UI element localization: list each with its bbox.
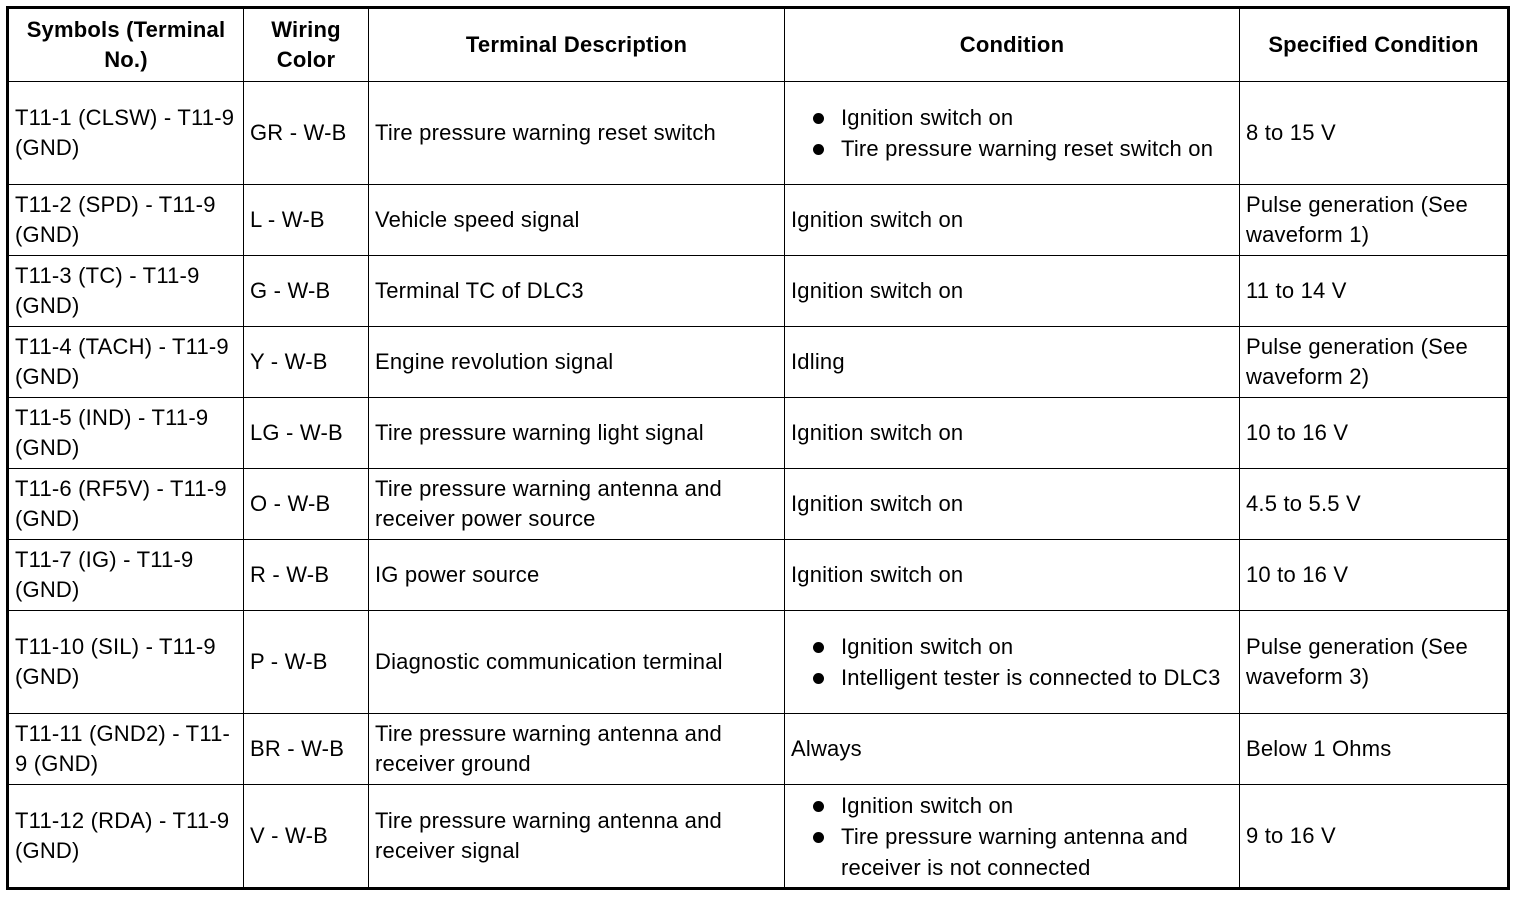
bullet-icon [813, 673, 824, 684]
cell-specified-condition: Pulse generation (See waveform 2) [1239, 326, 1509, 398]
bullet-icon [813, 831, 824, 843]
cell-specified-condition: Below 1 Ohms [1239, 713, 1509, 785]
condition-item-text: Tire pressure warning reset switch on [841, 136, 1214, 161]
header-row: Symbols (Terminal No.) Wiring Color Term… [7, 7, 1509, 82]
condition-item-text: Ignition switch on [841, 634, 1014, 659]
condition-list-item: Tire pressure warning reset switch on [791, 133, 1233, 164]
cell-symbol: T11-2 (SPD) - T11-9 (GND) [7, 184, 244, 256]
cell-description: Tire pressure warning antenna and receiv… [368, 784, 785, 889]
cell-specified-condition: 10 to 16 V [1239, 397, 1509, 469]
cell-wiring-color: R - W-B [243, 539, 369, 611]
cell-symbol: T11-1 (CLSW) - T11-9 (GND) [7, 81, 244, 185]
cell-wiring-color: LG - W-B [243, 397, 369, 469]
cell-symbol: T11-7 (IG) - T11-9 (GND) [7, 539, 244, 611]
header-wiring-color: Wiring Color [243, 7, 369, 82]
cell-condition: Idling [784, 326, 1240, 398]
header-terminal-description: Terminal Description [368, 7, 785, 82]
condition-list-item: Intelligent tester is connected to DLC3 [791, 662, 1233, 693]
cell-description: Tire pressure warning reset switch [368, 81, 785, 185]
condition-item-text: Intelligent tester is connected to DLC3 [841, 665, 1221, 690]
condition-list: Ignition switch on Intelligent tester is … [791, 631, 1233, 693]
cell-condition: Always [784, 713, 1240, 785]
condition-item-text: Ignition switch on [841, 105, 1014, 130]
bullet-icon [813, 800, 824, 812]
cell-condition: Ignition switch on Tire pressure warning … [784, 784, 1240, 889]
cell-symbol: T11-5 (IND) - T11-9 (GND) [7, 397, 244, 469]
header-symbols: Symbols (Terminal No.) [7, 7, 244, 82]
cell-wiring-color: V - W-B [243, 784, 369, 889]
condition-list: Ignition switch on Tire pressure warning … [791, 790, 1233, 883]
header-condition: Condition [784, 7, 1240, 82]
cell-specified-condition: 4.5 to 5.5 V [1239, 468, 1509, 540]
cell-specified-condition: Pulse generation (See waveform 1) [1239, 184, 1509, 256]
cell-condition: Ignition switch on [784, 255, 1240, 327]
condition-list-item: Tire pressure warning antenna and receiv… [791, 821, 1233, 883]
cell-wiring-color: P - W-B [243, 610, 369, 714]
cell-description: Tire pressure warning antenna and receiv… [368, 713, 785, 785]
cell-description: Diagnostic communication terminal [368, 610, 785, 714]
cell-condition: Ignition switch on [784, 539, 1240, 611]
cell-specified-condition: 8 to 15 V [1239, 81, 1509, 185]
cell-specified-condition: Pulse generation (See waveform 3) [1239, 610, 1509, 714]
cell-symbol: T11-12 (RDA) - T11-9 (GND) [7, 784, 244, 889]
cell-condition: Ignition switch on Tire pressure warning … [784, 81, 1240, 185]
condition-list: Ignition switch on Tire pressure warning … [791, 102, 1233, 164]
cell-condition: Ignition switch on [784, 184, 1240, 256]
cell-description: Vehicle speed signal [368, 184, 785, 256]
cell-wiring-color: GR - W-B [243, 81, 369, 185]
cell-symbol: T11-4 (TACH) - T11-9 (GND) [7, 326, 244, 398]
cell-wiring-color: G - W-B [243, 255, 369, 327]
condition-list-item: Ignition switch on [791, 790, 1233, 821]
cell-symbol: T11-6 (RF5V) - T11-9 (GND) [7, 468, 244, 540]
bullet-icon [813, 642, 824, 653]
cell-symbol: T11-10 (SIL) - T11-9 (GND) [7, 610, 244, 714]
cell-description: IG power source [368, 539, 785, 611]
cell-symbol: T11-3 (TC) - T11-9 (GND) [7, 255, 244, 327]
cell-description: Terminal TC of DLC3 [368, 255, 785, 327]
cell-condition: Ignition switch on Intelligent tester is … [784, 610, 1240, 714]
header-specified-condition: Specified Condition [1239, 7, 1509, 82]
cell-description: Tire pressure warning antenna and receiv… [368, 468, 785, 540]
condition-item-text: Tire pressure warning antenna and receiv… [841, 823, 1188, 880]
terminal-spec-table: Symbols (Terminal No.) Wiring Color Term… [6, 6, 1510, 890]
cell-description: Engine revolution signal [368, 326, 785, 398]
cell-wiring-color: O - W-B [243, 468, 369, 540]
cell-specified-condition: 10 to 16 V [1239, 539, 1509, 611]
bullet-icon [813, 144, 824, 155]
condition-list-item: Ignition switch on [791, 102, 1233, 133]
cell-condition: Ignition switch on [784, 468, 1240, 540]
cell-condition: Ignition switch on [784, 397, 1240, 469]
cell-wiring-color: BR - W-B [243, 713, 369, 785]
cell-description: Tire pressure warning light signal [368, 397, 785, 469]
cell-specified-condition: 9 to 16 V [1239, 784, 1509, 889]
bullet-icon [813, 113, 824, 124]
cell-wiring-color: L - W-B [243, 184, 369, 256]
cell-wiring-color: Y - W-B [243, 326, 369, 398]
cell-symbol: T11-11 (GND2) - T11-9 (GND) [7, 713, 244, 785]
cell-specified-condition: 11 to 14 V [1239, 255, 1509, 327]
condition-item-text: Ignition switch on [841, 792, 1014, 818]
condition-list-item: Ignition switch on [791, 631, 1233, 662]
